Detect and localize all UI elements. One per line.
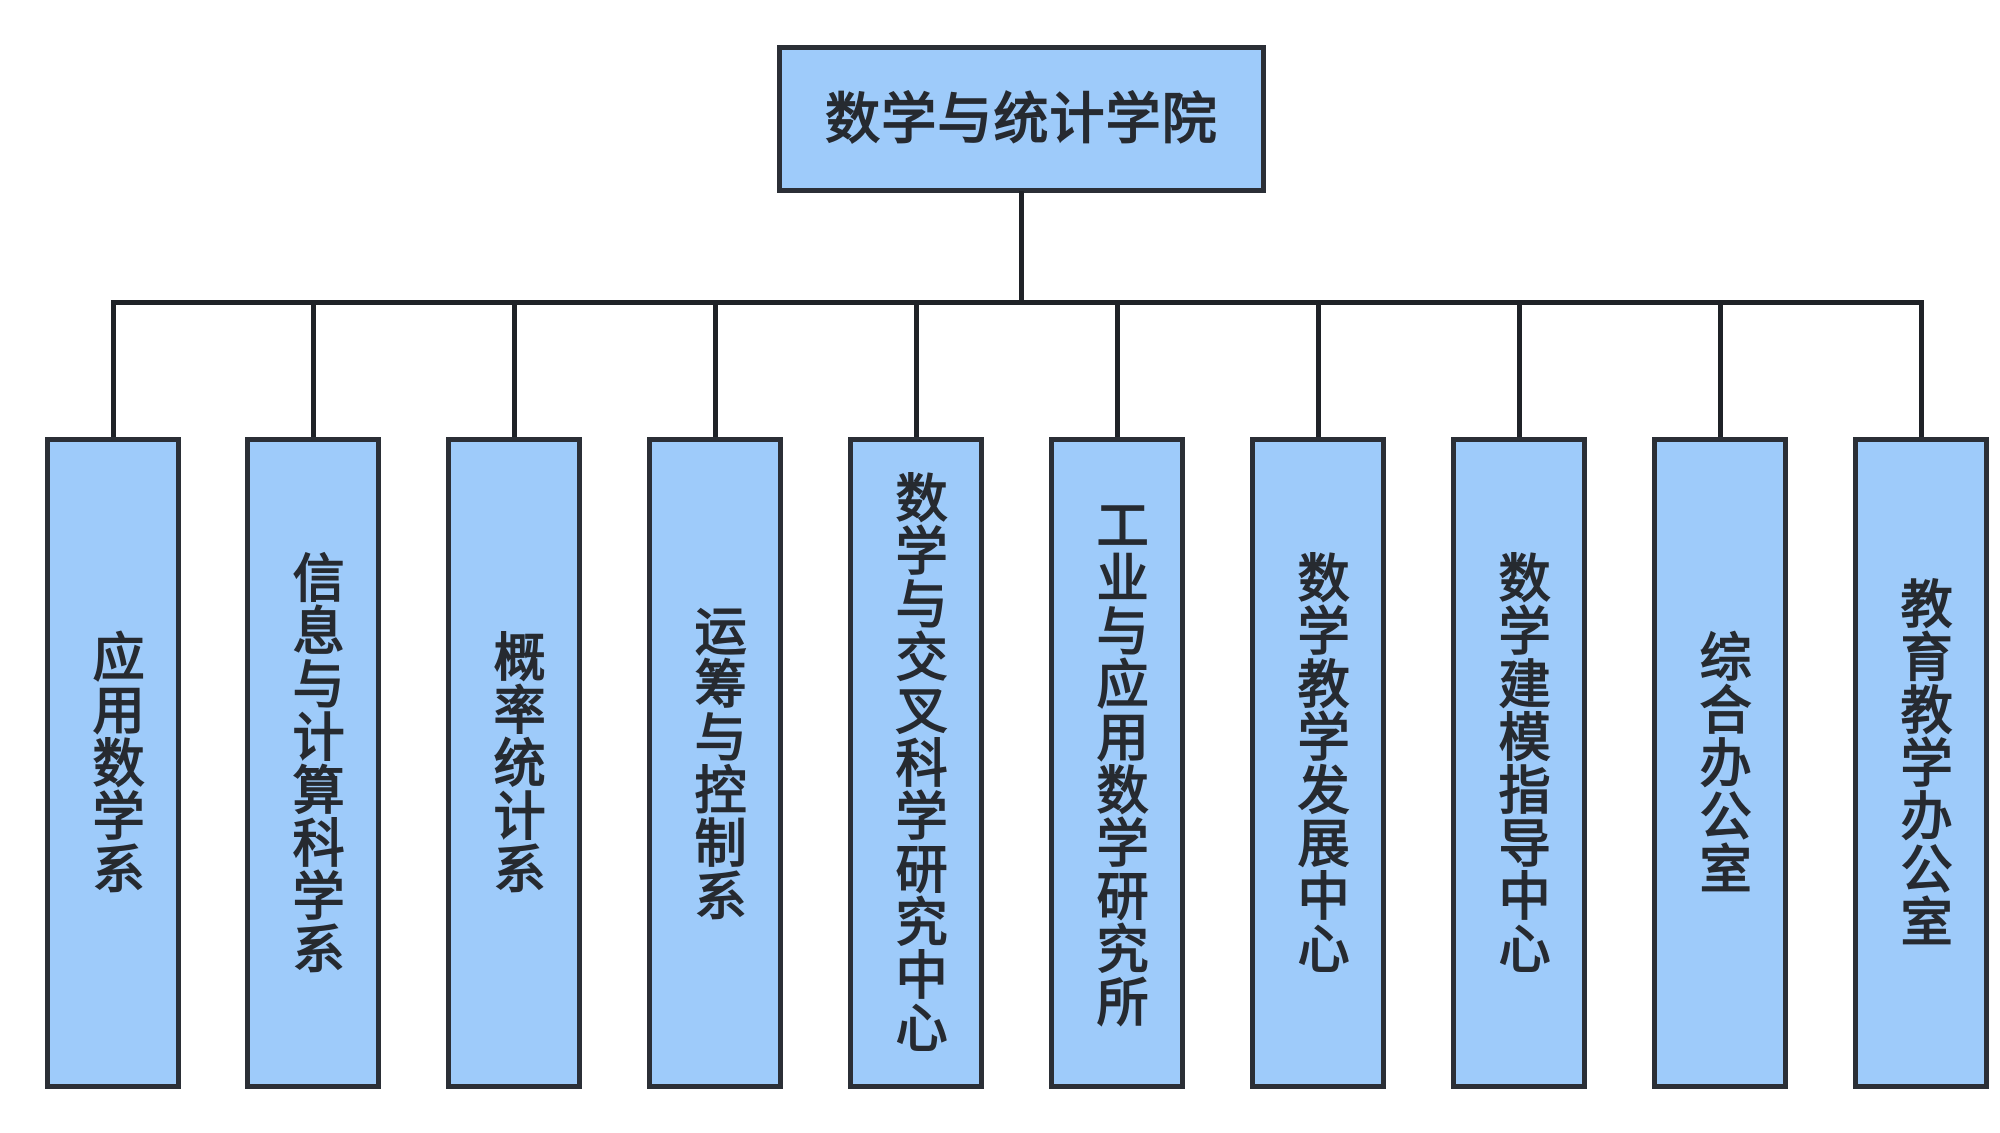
org-node-child-3[interactable]: 概率统计系 [446, 437, 582, 1089]
connector-drop-2 [311, 300, 316, 440]
org-node-child-6-label: 工业与应用数学研究所 [1088, 497, 1147, 1029]
org-node-child-9-label: 综合办公室 [1691, 630, 1750, 896]
org-node-child-7-label: 数学教学发展中心 [1289, 550, 1348, 976]
org-node-child-2-label: 信息与计算科学系 [284, 550, 343, 976]
org-node-root-label: 数学与统计学院 [825, 87, 1218, 150]
org-node-child-5[interactable]: 数学与交叉科学研究中心 [848, 437, 984, 1089]
connector-drop-1 [111, 300, 116, 440]
connector-drop-5 [914, 300, 919, 440]
org-node-child-3-label: 概率统计系 [485, 630, 544, 896]
org-node-child-2[interactable]: 信息与计算科学系 [245, 437, 381, 1089]
connector-drop-7 [1316, 300, 1321, 440]
org-node-child-1[interactable]: 应用数学系 [45, 437, 181, 1089]
connector-root-stem [1019, 191, 1024, 303]
org-node-child-9[interactable]: 综合办公室 [1652, 437, 1788, 1089]
connector-drop-6 [1115, 300, 1120, 440]
org-node-child-7[interactable]: 数学教学发展中心 [1250, 437, 1386, 1089]
org-node-child-10[interactable]: 教育教学办公室 [1853, 437, 1989, 1089]
org-node-child-4-label: 运筹与控制系 [686, 603, 745, 923]
org-node-child-4[interactable]: 运筹与控制系 [647, 437, 783, 1089]
org-node-child-10-label: 教育教学办公室 [1892, 577, 1951, 949]
connector-horizontal-bus [111, 300, 1920, 305]
org-node-child-6[interactable]: 工业与应用数学研究所 [1049, 437, 1185, 1089]
connector-drop-9 [1718, 300, 1723, 440]
org-node-root[interactable]: 数学与统计学院 [777, 45, 1266, 193]
org-node-child-5-label: 数学与交叉科学研究中心 [887, 471, 946, 1055]
connector-drop-8 [1517, 300, 1522, 440]
connector-drop-10 [1919, 300, 1924, 440]
org-node-child-8[interactable]: 数学建模指导中心 [1451, 437, 1587, 1089]
org-node-child-1-label: 应用数学系 [84, 630, 143, 896]
connector-drop-3 [512, 300, 517, 440]
org-node-child-8-label: 数学建模指导中心 [1490, 550, 1549, 976]
connector-drop-4 [713, 300, 718, 440]
